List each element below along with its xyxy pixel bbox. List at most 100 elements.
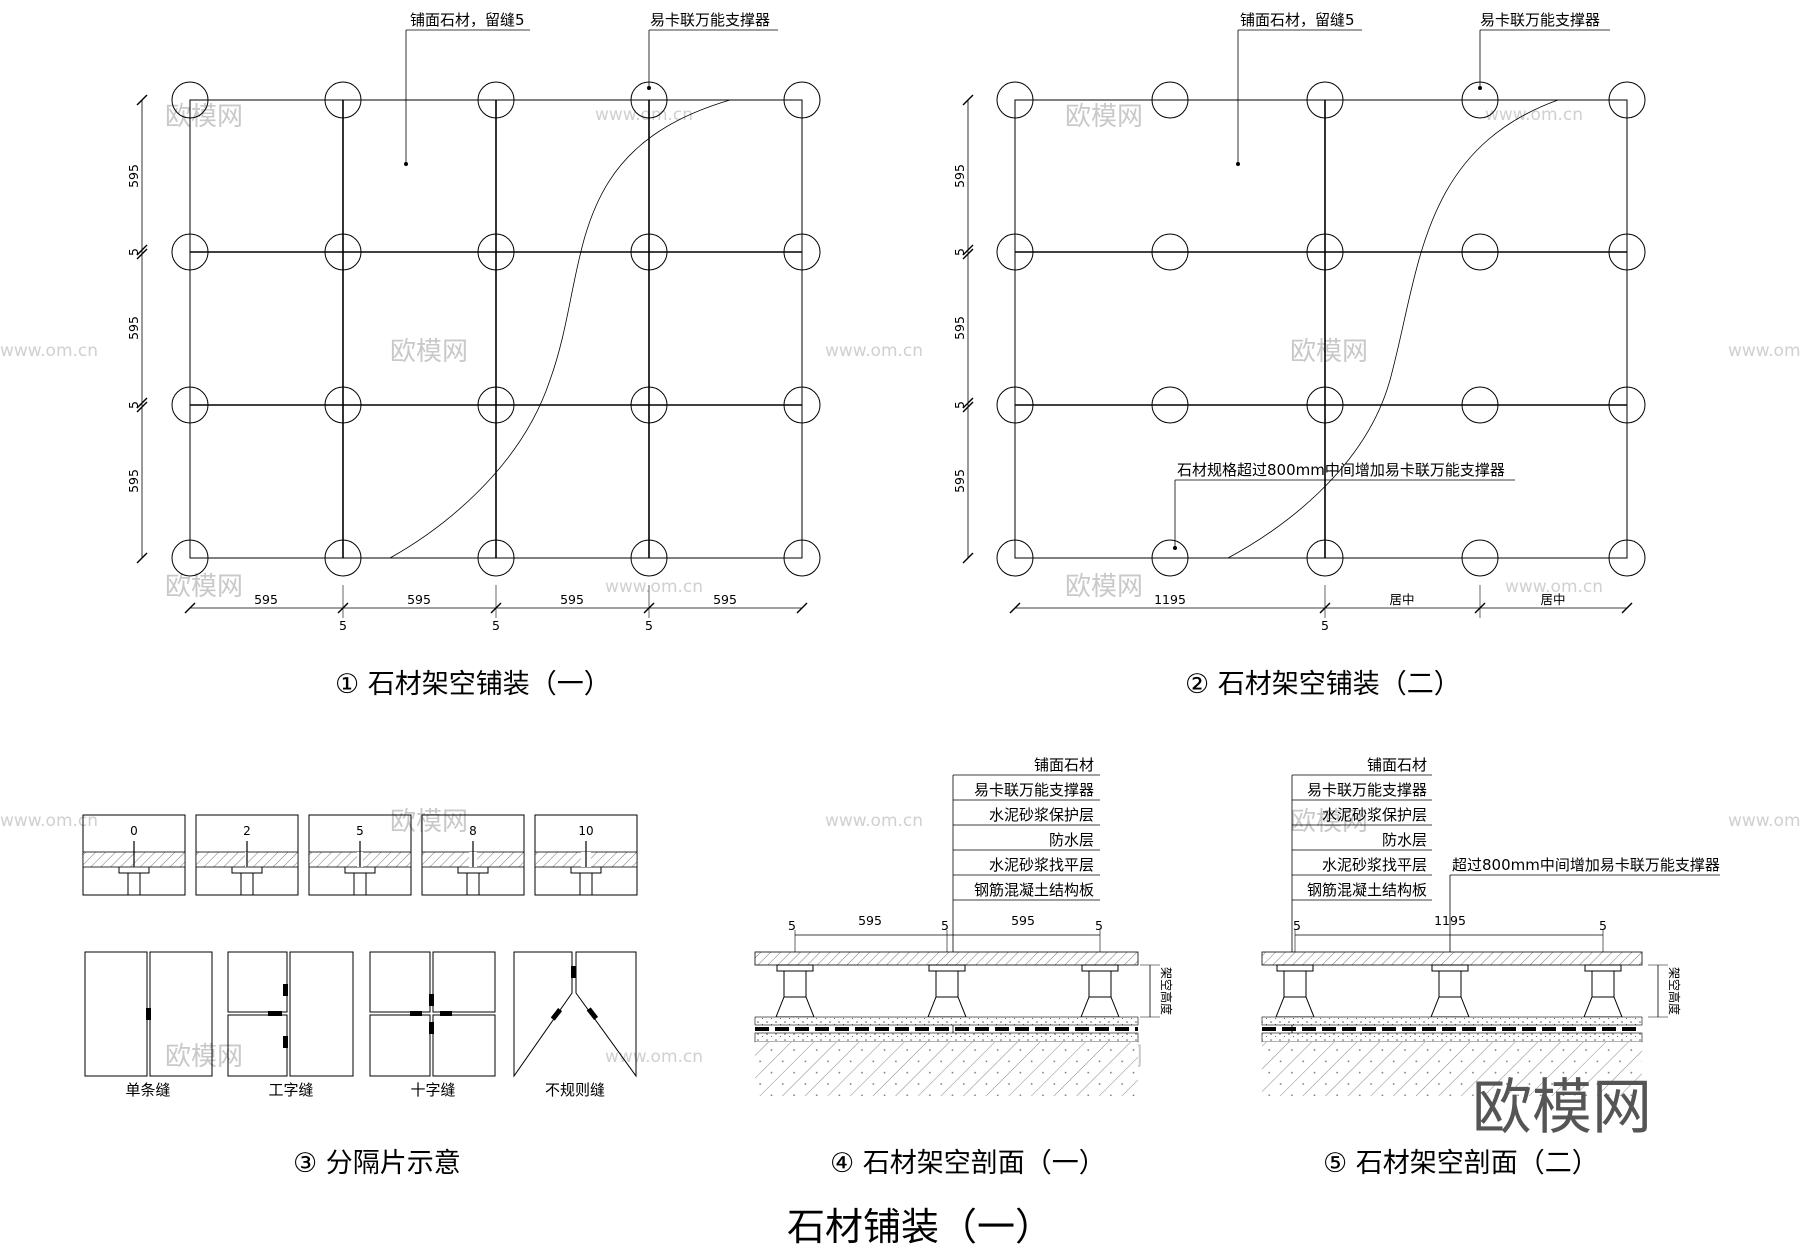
layer-label: 易卡联万能支撑器: [1307, 781, 1427, 799]
watermark-url: www.om.cn: [1505, 577, 1603, 597]
layer-label: 水泥砂浆找平层: [989, 856, 1094, 874]
watermark-url: www.om.cn: [0, 341, 98, 361]
dim-label: 595: [254, 592, 278, 607]
dim-label: 595: [126, 164, 141, 188]
mortar-protection-layer: [754, 1016, 1139, 1026]
dim-label: 595: [560, 592, 584, 607]
callout-extra-support: 石材规格超过800mm中间增加易卡联万能支撑器: [1173, 461, 1515, 550]
layer-label: 易卡联万能支撑器: [974, 781, 1094, 799]
watermark-url: www.om.cn: [1728, 341, 1800, 361]
break-line: [1227, 99, 1559, 559]
watermark-url: www.om.cn: [595, 105, 693, 125]
gap-value: 5: [356, 824, 364, 838]
pedestal-symbol: [1430, 964, 1470, 1018]
layer-label: 铺面石材: [1034, 756, 1094, 774]
callout-support-label: 易卡联万能支撑器: [650, 11, 770, 29]
extra-note: 超过800mm中间增加易卡联万能支撑器: [1452, 856, 1720, 874]
joint-label: 不规则缝: [545, 1081, 605, 1099]
watermark-text: 欧模网: [165, 1042, 243, 1072]
height-label: 架空高度: [1159, 967, 1174, 1015]
dim-label: 5: [339, 618, 347, 633]
gap-value: 8: [469, 824, 477, 838]
layer-label: 水泥砂浆保护层: [989, 806, 1094, 824]
dim-label: 595: [952, 316, 967, 340]
dim-label: 5: [941, 918, 949, 933]
pedestal-symbol: [775, 964, 815, 1018]
section-2: 铺面石材 易卡联万能支撑器 水泥砂浆保护层 防水层 水泥砂浆找平层 钢筋混凝土结…: [1261, 756, 1720, 1179]
layer-label: 防水层: [1049, 831, 1094, 849]
pedestal-symbol: [996, 539, 1646, 577]
dim-label: 595: [1011, 913, 1035, 928]
joint-label: 工字缝: [268, 1081, 313, 1099]
dimension-vertical: 595 5 595 5 595: [126, 94, 148, 564]
dim-label: 5: [492, 618, 500, 633]
joint-single: 单条缝: [84, 951, 213, 1099]
watermark-url: www.om.cn: [605, 577, 703, 597]
support-pedestals: [996, 81, 1646, 577]
dimension-vertical: 595 5 595 5 595: [952, 94, 974, 564]
concrete-slab: [1262, 1042, 1642, 1096]
dim-label: 5: [1599, 918, 1607, 933]
joint-irregular: 不规则缝: [513, 951, 637, 1099]
section-2-title: ⑤ 石材架空剖面（二）: [1323, 1148, 1599, 1179]
watermark-text: 欧模网: [165, 572, 243, 602]
section-dimensions: 5 595 5 595 5: [788, 913, 1103, 952]
callout-support-label: 易卡联万能支撑器: [1480, 11, 1600, 29]
layer-label: 钢筋混凝土结构板: [974, 881, 1094, 899]
dim-label: 5: [126, 248, 141, 256]
gap-value: 2: [243, 824, 251, 838]
dim-label: 5: [952, 401, 967, 409]
watermark-text: 欧模网: [1065, 572, 1143, 602]
gap-detail: 10: [534, 814, 638, 896]
plan-1-title: ① 石材架空铺装（一）: [335, 669, 611, 700]
pedestal-symbol: [1080, 964, 1120, 1018]
callout-stone: 铺面石材，留缝5: [404, 11, 530, 166]
plan-1: 铺面石材，留缝5 易卡联万能支撑器 595 5 595 5 595: [126, 11, 821, 700]
stone-layer: [754, 951, 1139, 966]
dim-label: 595: [952, 164, 967, 188]
callout-extra-label: 石材规格超过800mm中间增加易卡联万能支撑器: [1177, 461, 1505, 479]
dim-label: 5: [1095, 918, 1103, 933]
dim-label: 595: [126, 316, 141, 340]
joint-cross: 十字缝: [369, 951, 496, 1099]
break-line: [389, 99, 731, 559]
gap-detail-row: 0 2 5: [82, 814, 638, 896]
dim-label: 5: [952, 248, 967, 256]
callout-support: 易卡联万能支撑器: [1478, 11, 1610, 90]
watermark-url: www.om.cn: [1728, 811, 1800, 831]
watermark-url: www.om.cn: [1485, 105, 1583, 125]
gap-value: 10: [578, 824, 593, 838]
pedestal-symbol: [996, 386, 1646, 424]
spacer-title: ③ 分隔片示意: [293, 1148, 461, 1179]
dim-label: 595: [126, 469, 141, 493]
mortar-protection-layer: [1261, 1016, 1643, 1026]
dim-label: 5: [1293, 918, 1301, 933]
height-label: 架空高度: [1667, 967, 1682, 1015]
mortar-screed-layer: [754, 1032, 1139, 1043]
joint-label: 十字缝: [410, 1081, 455, 1099]
gap-detail: 8: [421, 814, 525, 896]
dim-label: 595: [713, 592, 737, 607]
gap-value: 0: [130, 824, 138, 838]
dim-label: 5: [788, 918, 796, 933]
pedestal-symbol: [927, 964, 967, 1018]
spacer-diagram: 0 2 5: [82, 814, 638, 1179]
layer-legend: 铺面石材 易卡联万能支撑器 水泥砂浆保护层 防水层 水泥砂浆找平层 钢筋混凝土结…: [952, 756, 1100, 1080]
section-1-title: ④ 石材架空剖面（一）: [830, 1148, 1106, 1179]
dim-label: 5: [1321, 618, 1329, 633]
pedestal-symbol: [171, 539, 821, 577]
gap-detail: 2: [195, 814, 299, 896]
watermark-url: www.om.cn: [825, 341, 923, 361]
dim-label: 5: [645, 618, 653, 633]
section-dimensions: 5 1195 5: [1293, 913, 1607, 952]
tile-joints: [190, 100, 802, 558]
pedestal-symbol: [1275, 964, 1315, 1018]
watermark-layer: 欧模网 www.om.cn 欧模网 www.om.cn www.om.cn 欧模…: [0, 102, 1800, 1072]
plan-2: 铺面石材，留缝5 易卡联万能支撑器 石材规格超过800mm中间增加易卡联万能支撑…: [952, 11, 1646, 700]
pedestal-section: [775, 964, 1120, 1018]
callout-stone-label: 铺面石材，留缝5: [410, 11, 525, 29]
dimension-horizontal: 1195 居中 居中 5: [1009, 585, 1633, 633]
height-dimension: 架空高度: [1140, 964, 1174, 1018]
dim-label: 595: [952, 469, 967, 493]
watermark-text: 欧模网: [1290, 807, 1368, 837]
